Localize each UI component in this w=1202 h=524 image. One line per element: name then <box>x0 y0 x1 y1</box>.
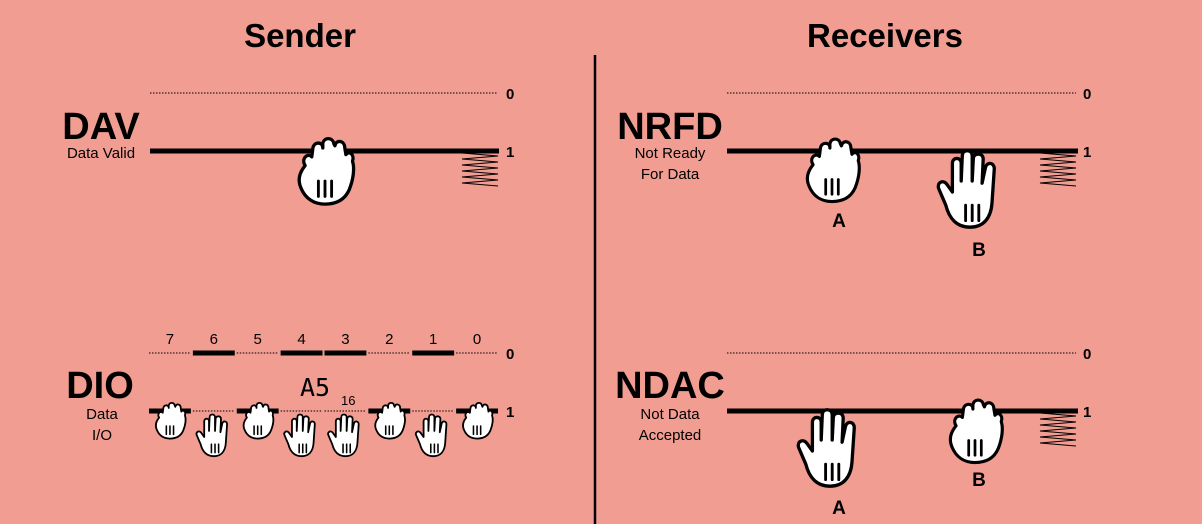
dav-desc-line1: Data Valid <box>67 145 135 162</box>
nrfd-desc-line2: For Data <box>641 166 700 183</box>
ndac-desc-line2: Accepted <box>639 427 702 444</box>
dav-name: DAV <box>62 106 140 148</box>
dio-bit-label: 0 <box>473 331 481 348</box>
sender-heading: Sender <box>244 17 356 54</box>
dio-bit-label: 7 <box>166 331 174 348</box>
ndac-level-zero: 0 <box>1083 346 1091 363</box>
nrfd-level-one: 1 <box>1083 144 1091 161</box>
receivers-heading: Receivers <box>807 17 963 54</box>
dio-bit-label: 4 <box>297 331 305 348</box>
dio-bit-label: 6 <box>210 331 218 348</box>
nrfd-level-zero: 0 <box>1083 86 1091 103</box>
dav-level-zero: 0 <box>506 86 514 103</box>
ndac-name: NDAC <box>615 365 725 407</box>
dio-name: DIO <box>66 365 134 407</box>
ndac-hand-b-label: B <box>972 470 986 491</box>
dio-bit-label: 1 <box>429 331 437 348</box>
nrfd-desc-line1: Not Ready <box>635 145 706 162</box>
dio-desc-line1: Data <box>86 406 118 423</box>
ndac-level-one: 1 <box>1083 404 1091 421</box>
dio-level-one: 1 <box>506 404 514 421</box>
dio-hex-value: A5 <box>300 373 330 402</box>
ndac-desc-line1: Not Data <box>640 406 700 423</box>
nrfd-signal: 0 1 NRFD Not Ready For Data A B <box>617 86 1091 261</box>
ndac-hand-a-label: A <box>832 498 846 519</box>
nrfd-name: NRFD <box>617 106 723 148</box>
ndac-signal: 0 1 NDAC Not Data Accepted A B <box>615 346 1091 519</box>
dio-hex-base: 16 <box>341 393 355 408</box>
nrfd-hand-a-label: A <box>832 211 846 232</box>
dio-level-zero: 0 <box>506 346 514 363</box>
dio-signal: 7 6 5 4 3 2 1 0 0 1 DIO Data I/O A5 16 <box>66 331 514 458</box>
dio-bit-label: 5 <box>254 331 262 348</box>
dio-desc-line2: I/O <box>92 427 112 444</box>
nrfd-hand-b-label: B <box>972 240 986 261</box>
dio-bit-label: 2 <box>385 331 393 348</box>
dav-signal: 0 1 DAV Data Valid <box>62 86 514 206</box>
dio-bits: 7 6 5 4 3 2 1 0 <box>149 331 498 458</box>
dio-bit-label: 3 <box>341 331 349 348</box>
dav-level-one: 1 <box>506 144 514 161</box>
